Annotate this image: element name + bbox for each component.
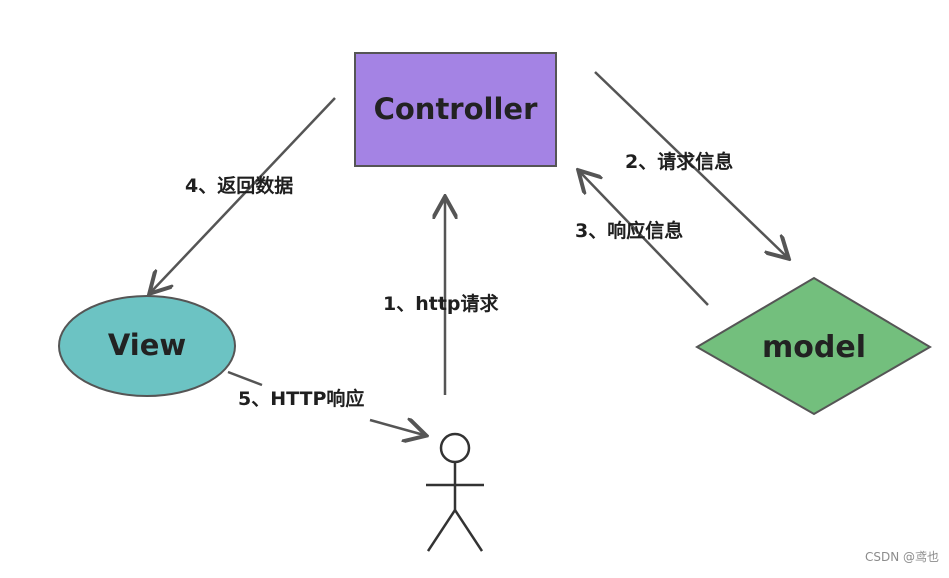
model-label: model bbox=[762, 330, 866, 365]
controller-node bbox=[354, 52, 557, 167]
label-http-response: 5、HTTP响应 bbox=[238, 388, 365, 410]
user-right-leg bbox=[453, 509, 484, 552]
arrow-request-info bbox=[594, 71, 787, 257]
arrow-response-info bbox=[580, 172, 709, 306]
user-left-leg bbox=[426, 509, 457, 552]
label-request-info: 2、请求信息 bbox=[625, 151, 734, 173]
watermark: CSDN @鸢也 bbox=[864, 550, 939, 564]
user-figure bbox=[426, 432, 484, 552]
label-return-data: 4、返回数据 bbox=[185, 175, 294, 197]
model-node bbox=[695, 276, 932, 416]
label-http-request: 1、http请求 bbox=[383, 293, 499, 315]
user-head bbox=[439, 432, 471, 464]
arrow-return-data bbox=[151, 97, 336, 292]
arrow-http-response-end bbox=[369, 420, 424, 435]
arrow-http-response-start bbox=[227, 370, 263, 387]
view-label: View bbox=[107, 328, 187, 362]
controller-label: Controller bbox=[373, 92, 538, 126]
label-response-info: 3、响应信息 bbox=[575, 220, 684, 242]
